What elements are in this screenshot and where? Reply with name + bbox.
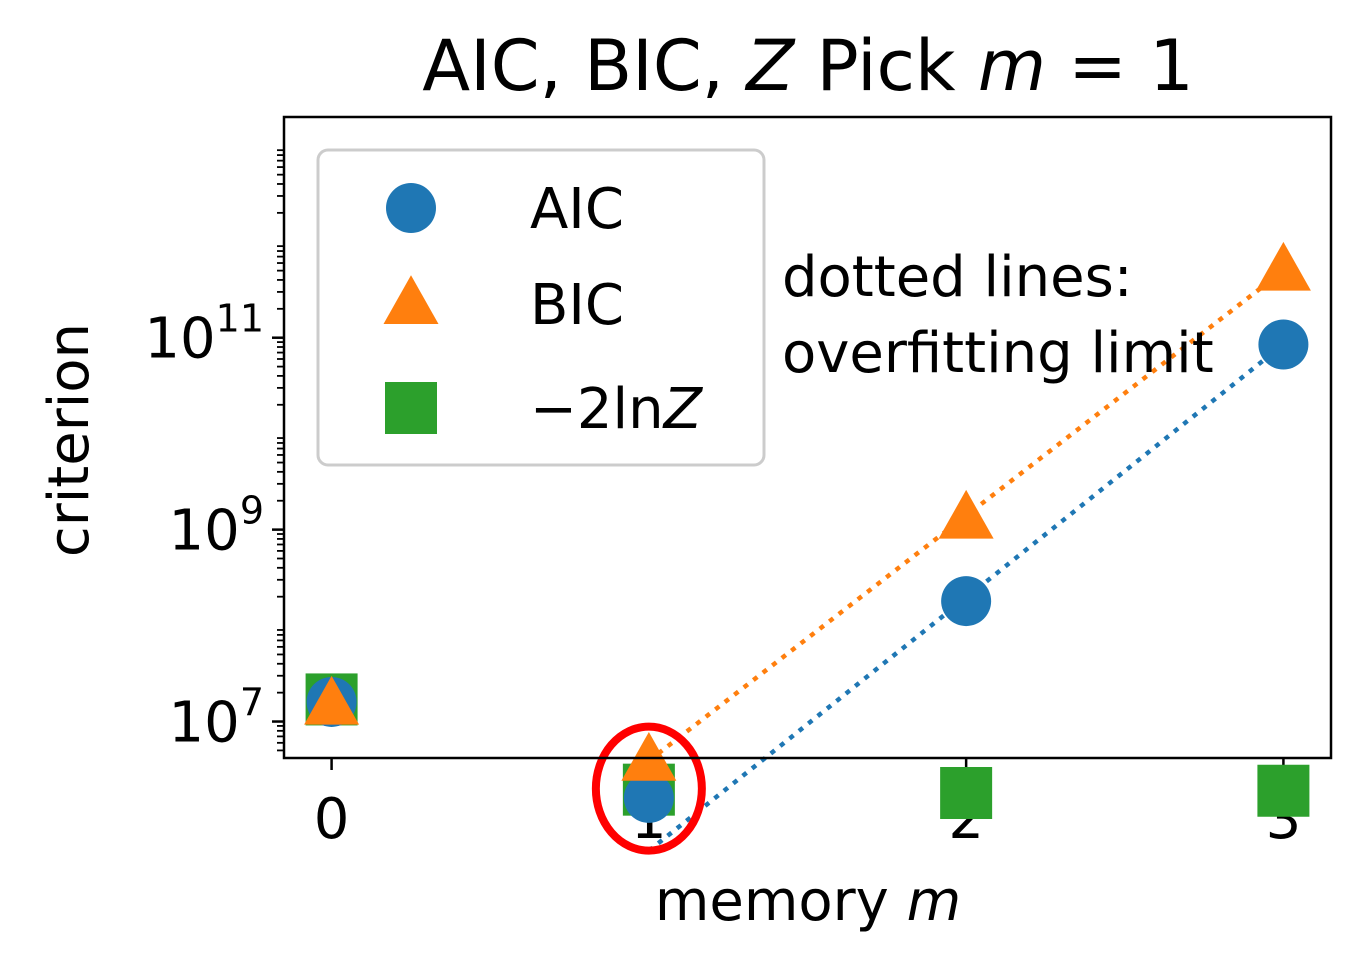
y-axis-ticks: 107 109 1011 [144,149,284,756]
legend: AIC BIC −2lnZ [316,148,766,467]
data-point-circle [623,772,674,823]
legend-label-aic: AIC [530,177,624,242]
data-point-circle [1258,319,1309,370]
highlight-ellipse [591,722,706,855]
data-point-circle [941,576,992,627]
data-point-triangle [621,732,677,781]
legend-markers [383,183,439,434]
legend-marker-triangle [383,275,439,324]
legend-marker-circle [386,183,436,233]
data-point-triangle [1255,241,1311,291]
x-tick-label: 0 [314,787,350,852]
x-axis-ticks: 0123 [314,758,1301,852]
chart-title: AIC, BIC, Z Pick m = 1 [422,25,1194,107]
legend-label-bic: BIC [530,273,624,338]
legend-label-lnz: −2lnZ [530,377,704,442]
data-point-square [940,766,993,819]
data-point-triangle [304,675,360,725]
annotation-line-1: dotted lines: [782,245,1133,310]
overfitting-line-0 [647,342,1285,853]
axes-frame [282,115,1333,760]
legend-marker-square [385,382,437,434]
y-tick-label: 107 [169,681,264,756]
x-axis-label: memory m [655,869,961,934]
data-point-square [1257,764,1310,817]
annotation-line-2: overfitting limit [782,321,1214,386]
data-point-triangle [938,489,994,539]
y-axis-label: criterion [37,323,102,557]
y-tick-label: 1011 [144,297,264,372]
y-tick-label: 109 [169,489,264,564]
plot-area [304,241,1311,855]
